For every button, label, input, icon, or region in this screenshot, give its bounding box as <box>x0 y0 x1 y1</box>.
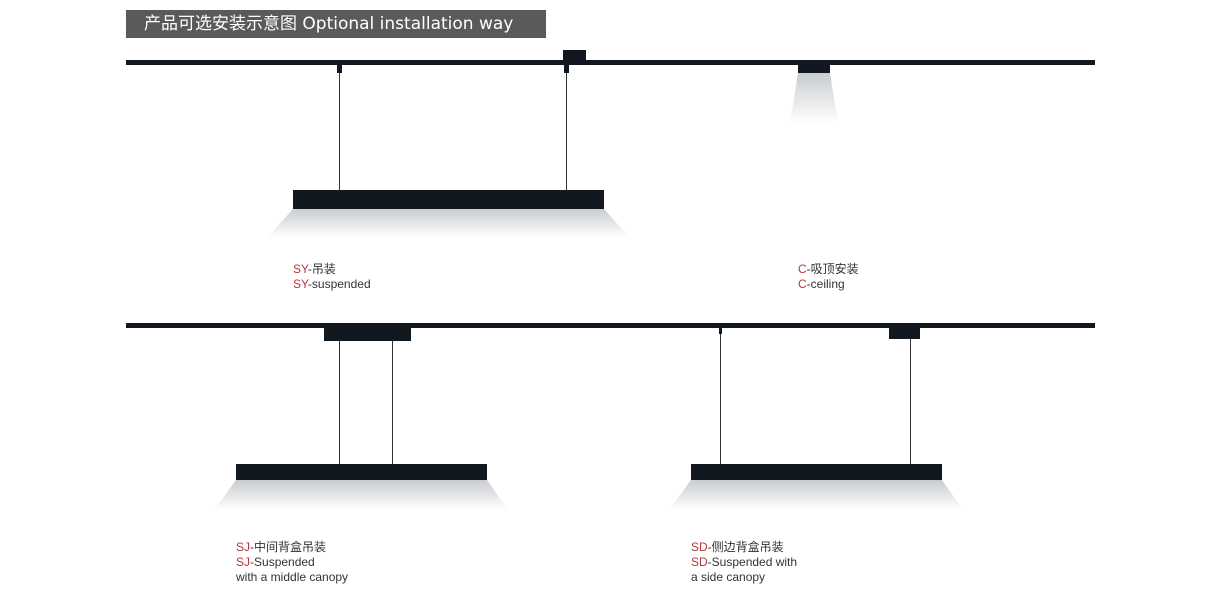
sj-canopy <box>324 328 411 341</box>
option-name-cn: -吸顶安装 <box>806 262 859 276</box>
ceiling-line-top <box>126 60 1095 65</box>
sy-canopy-right <box>563 50 586 60</box>
option-name-en: -suspended <box>307 277 371 291</box>
option-name-en-line2: a side canopy <box>691 570 766 584</box>
caption-sy: SY-吊装 SY-suspended <box>293 262 371 292</box>
c-light-glow <box>790 73 838 124</box>
ceiling-line-bottom <box>126 323 1095 328</box>
sj-suspended-illustration <box>214 328 508 510</box>
sy-suspended-illustration <box>267 50 630 238</box>
option-code: SD <box>691 555 708 569</box>
option-name-en: -Suspended with <box>707 555 798 569</box>
sd-canopy <box>889 328 920 339</box>
sj-fixture <box>236 464 487 480</box>
option-name-cn: -中间背盒吊装 <box>250 540 327 554</box>
option-code: SJ <box>236 555 251 569</box>
option-code: SD <box>691 540 708 554</box>
option-name-cn: -吊装 <box>307 262 336 276</box>
sd-suspended-illustration <box>669 328 963 510</box>
sy-fixture <box>293 190 604 209</box>
option-code: C <box>798 262 807 276</box>
page-title: 产品可选安装示意图 Optional installation way <box>126 10 546 38</box>
option-name-en: -Suspended <box>250 555 315 569</box>
option-code: SY <box>293 277 308 291</box>
sd-light-glow <box>669 480 963 510</box>
option-name-cn: -侧边背盒吊装 <box>707 540 784 554</box>
c-fixture <box>798 65 830 73</box>
sy-canopy-left <box>337 65 342 73</box>
option-code: SJ <box>236 540 251 554</box>
caption-sj: SJ-中间背盒吊装 SJ-Suspended with a middle can… <box>236 540 348 585</box>
sd-fixture <box>691 464 942 480</box>
option-name-en-line2: with a middle canopy <box>236 570 349 584</box>
caption-c: C-吸顶安装 C-ceiling <box>798 262 859 292</box>
sd-anchor-left <box>719 328 722 334</box>
c-ceiling-illustration <box>790 65 838 124</box>
option-code: SY <box>293 262 308 276</box>
caption-sd: SD-侧边背盒吊装 SD-Suspended with a side canop… <box>691 540 797 585</box>
sj-light-glow <box>214 480 508 510</box>
option-code: C <box>798 277 807 291</box>
option-name-en: -ceiling <box>806 277 845 291</box>
sy-light-glow <box>267 209 630 238</box>
